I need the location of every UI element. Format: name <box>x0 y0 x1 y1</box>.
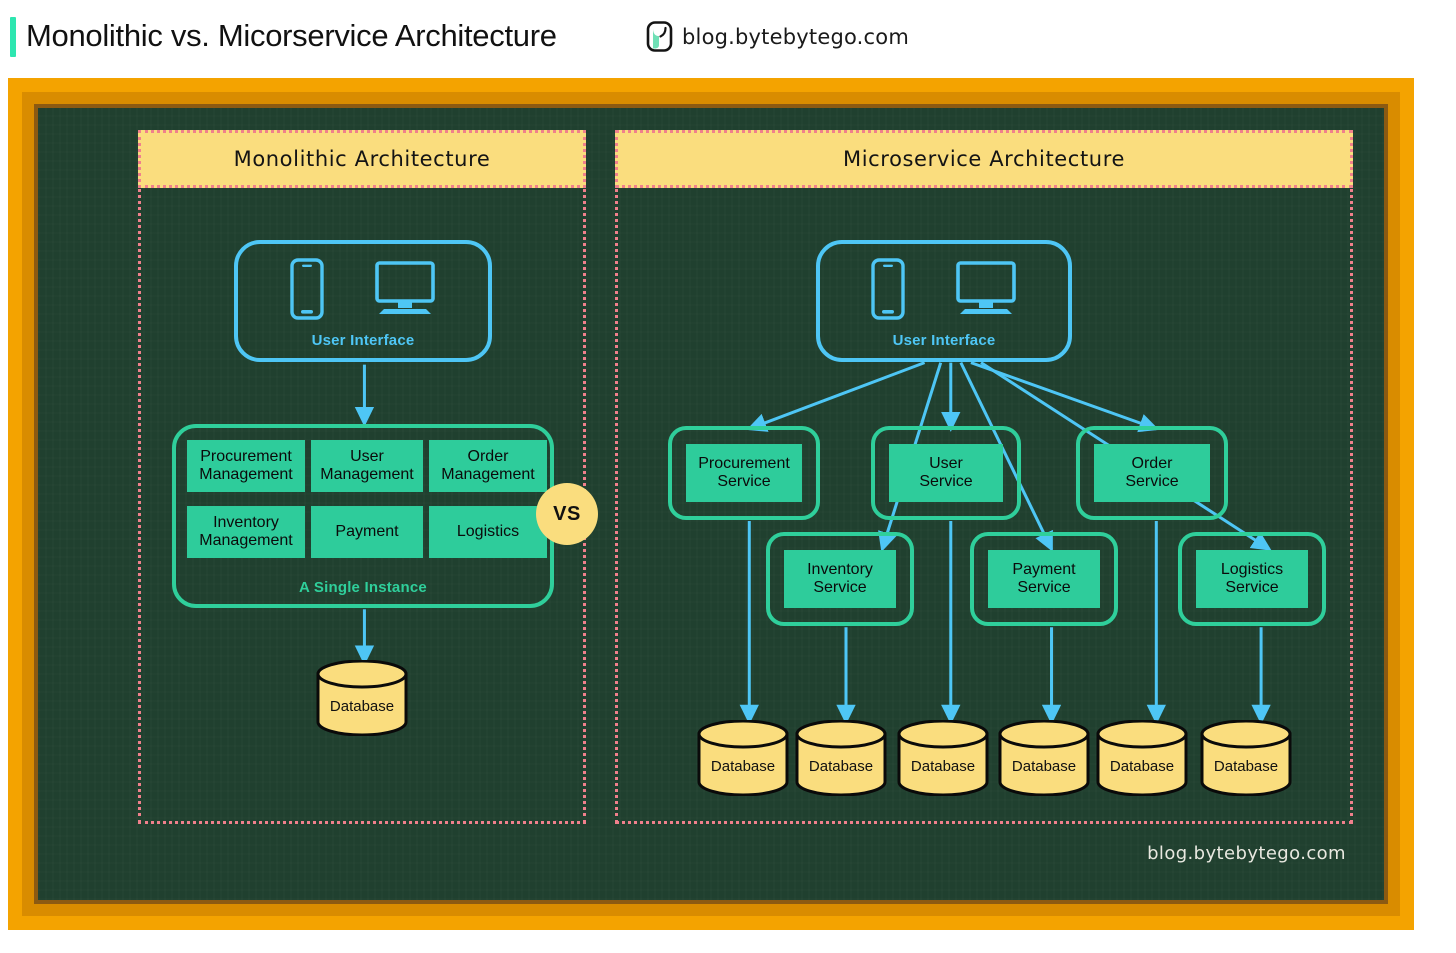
database-cylinder-icon <box>316 659 408 737</box>
monolithic-user-interface-box: User Interface <box>234 240 492 362</box>
database-cylinder-icon <box>1200 719 1292 797</box>
microservice-database-1: Database <box>696 719 790 797</box>
desktop-monitor-icon <box>375 261 435 314</box>
board-frame-outer: Monolithic Architecture Microservice Arc… <box>8 78 1414 930</box>
database-cylinder-icon <box>1096 719 1188 797</box>
microservice-database-6: Database <box>1199 719 1293 797</box>
monolithic-device-icons <box>238 258 488 320</box>
microservice-database-3: Database <box>896 719 990 797</box>
monolithic-database: Database <box>315 659 409 737</box>
microservice-database-2: Database <box>794 719 888 797</box>
microservice-user-interface-box: User Interface <box>816 240 1072 362</box>
bytebytego-logo-icon <box>646 21 673 52</box>
brand-text: blog.bytebytego.com <box>682 24 909 49</box>
database-cylinder-icon <box>795 719 887 797</box>
monolith-module-payment: Payment <box>311 506 423 558</box>
page-header: Monolithic vs. Micorservice Architecture… <box>0 0 1456 76</box>
panel-header-microservice: Microservice Architecture <box>615 130 1353 188</box>
chalkboard: Monolithic Architecture Microservice Arc… <box>38 108 1384 900</box>
board-frame-inner-edge: Monolithic Architecture Microservice Arc… <box>34 104 1388 904</box>
microservice-database-4: Database <box>997 719 1091 797</box>
database-cylinder-icon <box>897 719 989 797</box>
monolith-single-instance-label: A Single Instance <box>299 579 427 596</box>
microservice-database-5: Database <box>1095 719 1189 797</box>
microservice-device-icons <box>820 258 1068 320</box>
page-title: Monolithic vs. Micorservice Architecture <box>26 18 557 53</box>
desktop-monitor-icon <box>956 261 1016 314</box>
database-cylinder-icon <box>998 719 1090 797</box>
vs-badge-label: VS <box>553 502 581 525</box>
panel-title-microservice: Microservice Architecture <box>843 147 1125 171</box>
panel-title-monolithic: Monolithic Architecture <box>233 147 491 171</box>
database-cylinder-icon <box>697 719 789 797</box>
smartphone-icon <box>871 258 905 320</box>
board-frame-middle: Monolithic Architecture Microservice Arc… <box>22 92 1400 916</box>
microservice-ui-label: User Interface <box>892 332 996 349</box>
monolithic-ui-label: User Interface <box>311 332 415 349</box>
vs-badge: VS <box>536 483 598 545</box>
monolith-module-logistics: Logistics <box>429 506 547 558</box>
board-watermark: blog.bytebytego.com <box>1147 843 1346 864</box>
panel-header-monolithic: Monolithic Architecture <box>138 130 586 188</box>
brand: blog.bytebytego.com <box>646 21 909 52</box>
title-accent-bar <box>10 17 16 57</box>
smartphone-icon <box>290 258 324 320</box>
